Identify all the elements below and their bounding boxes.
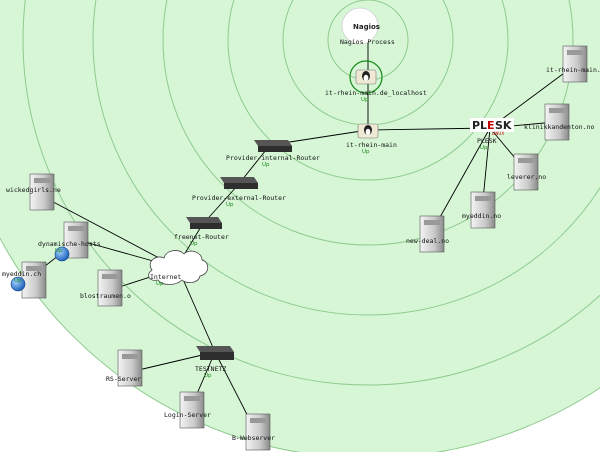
router-icon [196, 346, 234, 352]
host-label: leverer.no [507, 173, 546, 181]
host-label: it-rhein-main.de [546, 66, 600, 74]
host-myeddin-no[interactable]: myeddin.no [462, 191, 501, 229]
host-it-rhein-main[interactable]: it-rhein-main Up [346, 123, 397, 155]
router-icon [254, 140, 292, 146]
host-label: myeddin.no [462, 212, 501, 220]
host-label: wickedgirls.ne [6, 186, 61, 194]
plesk-logo-sub: LINUX [492, 131, 504, 136]
host-provider-external-router[interactable]: Provider-external-Router Up [192, 177, 286, 208]
host-label: TESTNETZ [195, 365, 226, 373]
host-status: Up [190, 241, 198, 247]
host-status: Up [362, 149, 370, 155]
host-testnetz[interactable]: TESTNETZ Up [195, 346, 234, 379]
host-label: Login-Server [164, 411, 211, 419]
host-label: klinikkandenton.no [524, 123, 595, 131]
host-status: Up [14, 278, 22, 284]
plesk-logo-e: E [487, 119, 495, 132]
host-label: Internet [150, 273, 181, 281]
plesk-logo-icon [470, 118, 514, 132]
link-plesk-itrmsub [489, 64, 576, 129]
host-label: Provider-internal-Router [226, 154, 320, 162]
host-label: RS-Server [106, 375, 141, 383]
link-inet-wicked [39, 194, 179, 269]
globe-icon [10, 276, 26, 292]
router-icon [220, 177, 258, 183]
host-dynamische-hosts[interactable]: dynamische-hosts Up [38, 221, 101, 262]
nagios-process-label: Nagios Process [340, 38, 395, 46]
host-plesk[interactable]: PL E SK LINUX PLESK Up [470, 118, 514, 151]
host-label: freenet-Router [174, 233, 229, 241]
router-icon [186, 217, 222, 223]
host-status: Up [226, 202, 234, 208]
plesk-logo-right: SK [495, 119, 512, 132]
host-localhost[interactable]: it-rhein-main.de_localhost Up [325, 60, 427, 103]
host-new-deal[interactable]: new-deal.no [406, 215, 449, 253]
host-login-server[interactable]: Login-Server [164, 391, 211, 429]
host-label: it-rhein-main.de_localhost [325, 89, 427, 97]
nagios-root-node[interactable]: Nagios Nagios Process [340, 7, 395, 46]
host-label: dynamische-hosts [38, 240, 101, 248]
plesk-logo-left: PL [472, 119, 487, 132]
link-plesk-myedd [482, 127, 491, 201]
host-status: Up [55, 248, 63, 254]
host-label: Provider-external-Router [192, 194, 286, 202]
host-status: Up [480, 145, 488, 151]
host-internet[interactable]: Internet Up [148, 250, 209, 287]
host-klinikkandenton[interactable]: klinikkandenton.no [524, 103, 595, 141]
globe-icon [54, 246, 70, 262]
selected-ring [349, 60, 383, 94]
host-status: Up [156, 281, 164, 287]
nagios-title: Nagios [353, 23, 380, 31]
host-label: new-deal.no [406, 237, 449, 245]
host-myeddin-ch[interactable]: myeddin.ch Up [2, 261, 47, 299]
host-provider-internal-router[interactable]: Provider-internal-Router Up [226, 140, 320, 168]
host-label: myeddin.ch [2, 270, 41, 278]
host-rs-server[interactable]: RS-Server [106, 349, 143, 387]
cloud-icon [148, 250, 209, 285]
host-status: Up [204, 373, 212, 379]
host-status: Up [361, 97, 369, 103]
host-b-webserver[interactable]: B-Webserver [232, 413, 275, 451]
host-label: it-rhein-main [346, 141, 397, 149]
host-it-rhein-main-de[interactable]: it-rhein-main.de [546, 45, 600, 83]
host-status: Up [262, 162, 270, 168]
host-label: blostraumen.o [80, 292, 131, 300]
host-label: B-Webserver [232, 434, 275, 442]
link-itrm-plesk [367, 127, 491, 131]
host-blostraumen[interactable]: blostraumen.o [80, 269, 131, 307]
host-wickedgirls[interactable]: wickedgirls.ne [6, 173, 61, 211]
host-freenet-router[interactable]: freenet-Router Up [174, 217, 229, 247]
host-leverer[interactable]: leverer.no [507, 153, 546, 191]
host-label: PLESK [477, 137, 497, 145]
